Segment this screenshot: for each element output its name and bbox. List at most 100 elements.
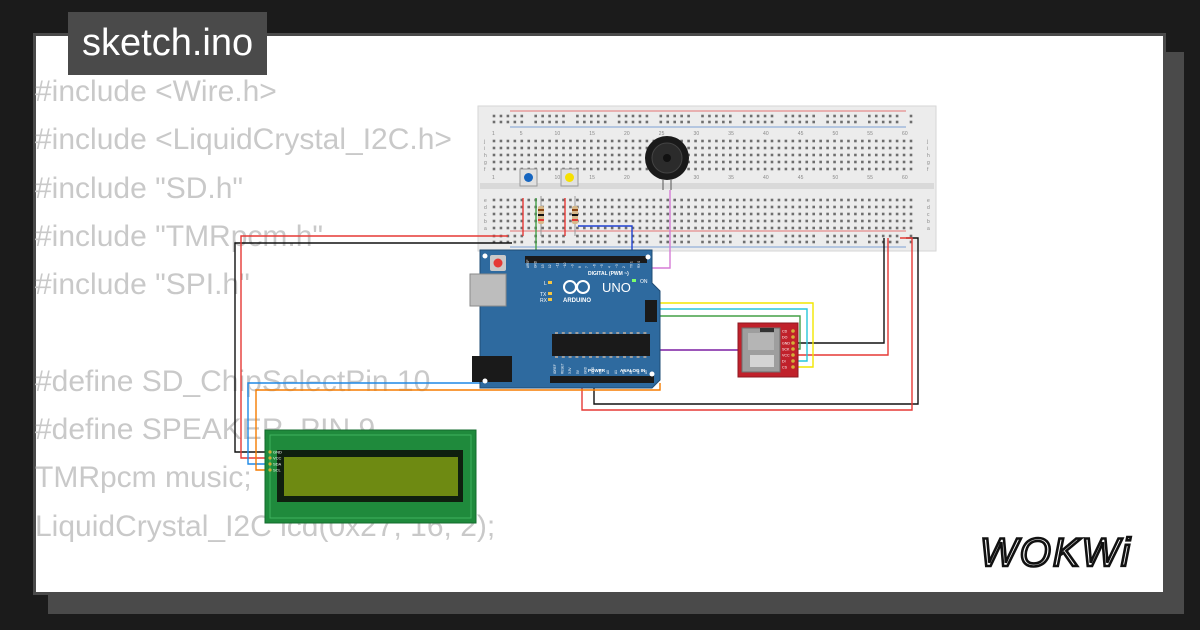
pin-label: Vin [599, 369, 603, 374]
sd-pin-label: DO [782, 335, 788, 339]
wokwi-logo-text: WOKWi [980, 531, 1132, 575]
infinity-icon [563, 280, 590, 294]
column-number: 1 [492, 175, 495, 181]
sd-pin-label: VCC [782, 353, 790, 357]
resistor-2 [572, 196, 578, 236]
column-number: 20 [624, 175, 630, 181]
breadboard: 1510152025303540455055601510152025303540… [477, 105, 937, 252]
pin-label: 2 [622, 266, 626, 268]
column-number: 5 [520, 131, 523, 137]
row-letter: a [927, 226, 930, 232]
pin-label: ~11 [556, 263, 560, 268]
sd-pin[interactable] [791, 329, 795, 333]
column-number: 55 [867, 175, 873, 181]
lcd-pin[interactable] [268, 462, 272, 466]
reset-button [493, 258, 503, 268]
pin-label: ~3 [615, 264, 619, 268]
sd-pin-label: SCK [782, 347, 790, 351]
row-letter: d [927, 205, 930, 211]
digital-label: DIGITAL (PWM ~) [588, 271, 629, 277]
wire-btn2 [578, 225, 633, 260]
pin-label: AREF [526, 259, 530, 268]
lcd-screen [284, 457, 458, 496]
sd-pin-label: CS [782, 365, 788, 369]
rx-label: RX [540, 298, 548, 304]
code-line: #include "TMRpcm.h" [35, 219, 324, 253]
column-number: 1 [492, 131, 495, 137]
pushbutton-yellow[interactable] [560, 168, 579, 187]
arduino-model-label: UNO [602, 280, 631, 295]
file-title-tab[interactable]: sketch.ino [68, 12, 268, 75]
pin-label: IOREF [553, 364, 557, 374]
pin-label: A4 [637, 370, 641, 374]
wire-5v-lcd [240, 235, 508, 459]
pin-label: ~10 [563, 262, 567, 268]
code-line: #include <Wire.h> [35, 75, 277, 108]
row-letter: h [484, 153, 487, 159]
row-letter: c [484, 212, 487, 218]
row-letter: b [484, 219, 487, 225]
atmega-chip [552, 334, 650, 356]
wire-scl [255, 383, 661, 471]
column-number: 30 [694, 131, 700, 137]
row-letter: e [927, 198, 930, 204]
pin-label: 8 [578, 266, 582, 268]
pin-label: 7 [585, 266, 589, 268]
row-letter: a [484, 226, 487, 232]
pin-label: A2 [621, 370, 625, 374]
pin-label: RESET [561, 363, 565, 374]
lcd-pin[interactable] [268, 456, 272, 460]
pin-label: GND [591, 366, 595, 374]
row-letter: g [927, 160, 930, 166]
wire-5v-sd [793, 238, 889, 356]
pin-label: ~9 [570, 264, 574, 268]
column-number: 10 [555, 131, 561, 137]
code-line: #include "SPI.h" [35, 268, 250, 302]
pushbutton-blue[interactable] [519, 168, 538, 187]
pin-label: RX 0 [637, 261, 641, 268]
column-number: 55 [867, 131, 873, 137]
row-letter: d [484, 205, 487, 211]
on-label: ON [640, 279, 648, 285]
column-number: 50 [833, 131, 839, 137]
column-number: 15 [589, 131, 595, 137]
row-letter: i [927, 146, 928, 152]
row-letter: c [927, 212, 930, 218]
column-number: 40 [763, 175, 769, 181]
pin-label: TX 1 [630, 261, 634, 268]
row-letter: f [484, 167, 486, 173]
row-letter: g [484, 160, 487, 166]
sd-pin[interactable] [791, 335, 795, 339]
code-line: TMRpcm music; [35, 461, 252, 495]
pin-label: A5 [644, 370, 648, 374]
l-label: L [544, 281, 547, 287]
pin-label: A1 [614, 370, 618, 374]
row-letter: j [483, 139, 485, 145]
column-number: 40 [763, 131, 769, 137]
sd-pin[interactable] [791, 341, 795, 345]
pin-label: A0 [606, 370, 610, 374]
sd-pin[interactable] [791, 347, 795, 351]
lcd-pin[interactable] [268, 450, 272, 454]
row-letter: h [927, 153, 930, 159]
usb-port [469, 273, 507, 307]
pin-label: 3.3V [568, 367, 572, 374]
row-letter: e [484, 198, 487, 204]
tx-label: TX [540, 292, 547, 298]
arduino-uno[interactable]: UNO ARDUINO DIGITAL (PWM ~) POWER ANALOG… [469, 249, 661, 389]
resistor-1 [538, 196, 544, 236]
sd-pin[interactable] [791, 353, 795, 357]
pin-label: 5V [576, 369, 580, 374]
lcd-pin[interactable] [268, 468, 272, 472]
sd-pin[interactable] [791, 365, 795, 369]
row-letter: i [484, 146, 485, 152]
lcd-pin-label: VCC [273, 456, 282, 461]
column-number: 35 [728, 131, 734, 137]
sd-pin[interactable] [791, 359, 795, 363]
code-listing: #include <Wire.h>#include <LiquidCrystal… [35, 68, 495, 551]
digital-header [525, 256, 647, 263]
column-number: 45 [798, 175, 804, 181]
pin-label: A3 [629, 370, 633, 374]
